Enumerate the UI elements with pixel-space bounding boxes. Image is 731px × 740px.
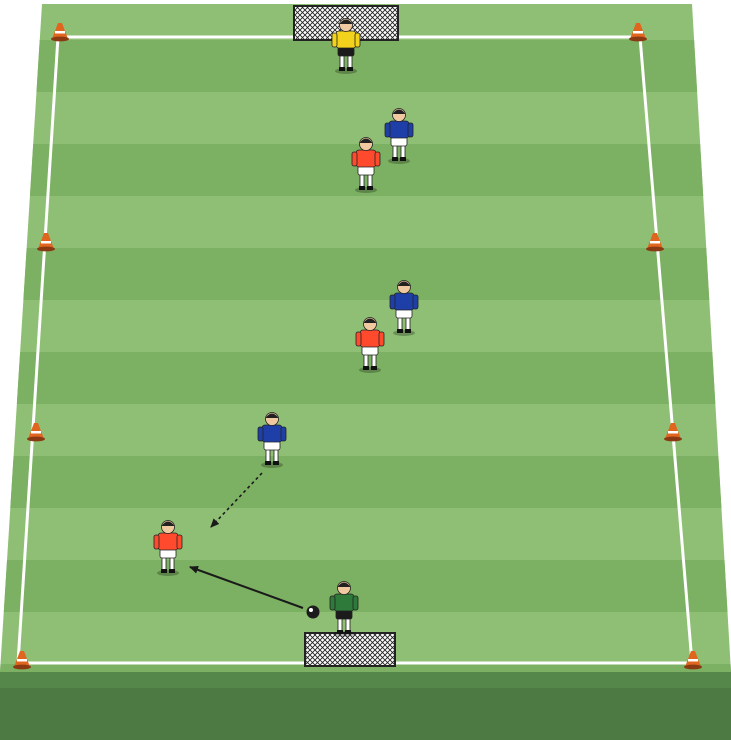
grass-stripe <box>23 248 709 300</box>
pitch-front-shade <box>0 688 731 740</box>
goal-bottom <box>305 633 395 666</box>
grass-stripe <box>36 40 697 92</box>
grass-stripe <box>10 456 721 508</box>
soccer-ball-icon <box>307 606 320 619</box>
goal-net-icon <box>305 633 395 666</box>
grass-stripe <box>4 560 728 612</box>
